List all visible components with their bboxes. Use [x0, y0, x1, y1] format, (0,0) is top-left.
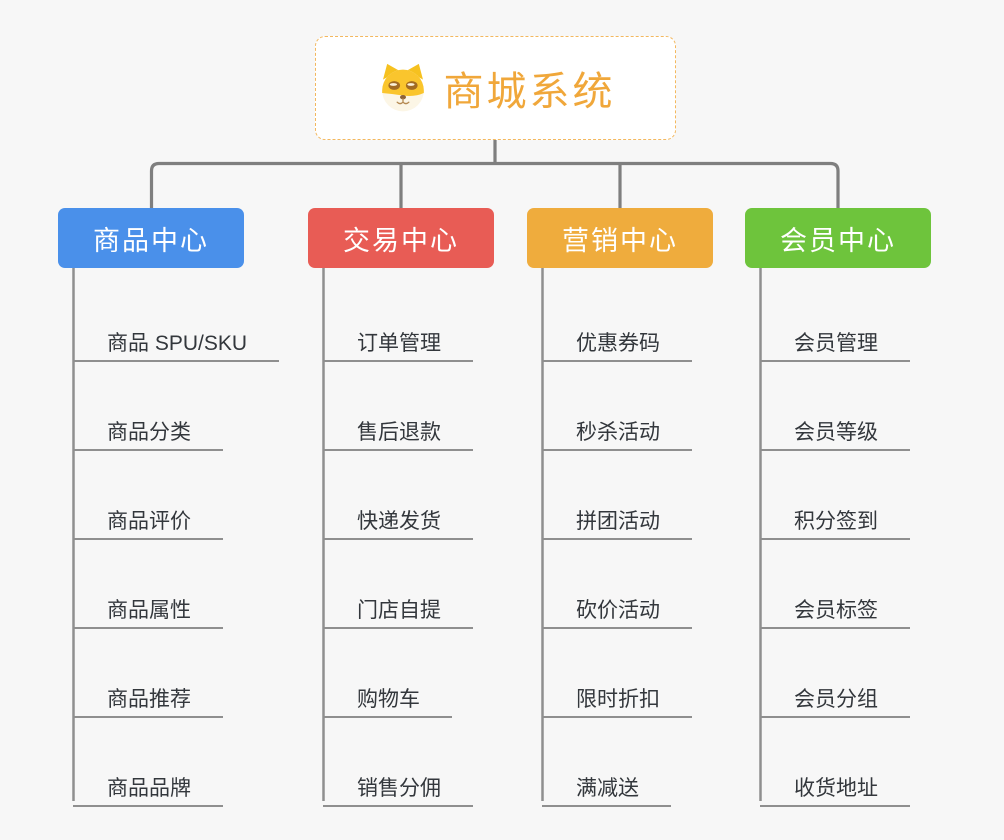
- mindmap-item[interactable]: 售后退款: [323, 402, 473, 451]
- mindmap-item[interactable]: 积分签到: [760, 491, 910, 540]
- mindmap-item[interactable]: 商品 SPU/SKU: [73, 313, 280, 362]
- mindmap-item[interactable]: 商品品牌: [73, 758, 223, 807]
- mindmap-item[interactable]: 满减送: [542, 758, 671, 807]
- mindmap-item[interactable]: 限时折扣: [542, 669, 692, 718]
- mindmap-item[interactable]: 购物车: [323, 669, 452, 718]
- mindmap-item[interactable]: 销售分佣: [323, 758, 473, 807]
- mindmap-item[interactable]: 会员管理: [760, 313, 910, 362]
- branch-node-product-center[interactable]: 商品中心: [58, 208, 244, 268]
- mindmap-item[interactable]: 优惠券码: [542, 313, 692, 362]
- mindmap-item[interactable]: 会员标签: [760, 580, 910, 629]
- mindmap-item[interactable]: 商品推荐: [73, 669, 223, 718]
- branch-label: 会员中心: [780, 225, 896, 256]
- branch-label: 商品中心: [93, 225, 209, 256]
- branch-label: 交易中心: [343, 225, 459, 256]
- mindmap-item[interactable]: 秒杀活动: [542, 402, 692, 451]
- shiba-dog-icon: [376, 63, 430, 113]
- root-title: 商城系统: [443, 70, 616, 114]
- mindmap-item[interactable]: 砍价活动: [542, 580, 692, 629]
- mindmap-item[interactable]: 拼团活动: [542, 491, 692, 540]
- mindmap-item[interactable]: 门店自提: [323, 580, 473, 629]
- branch-node-member-center[interactable]: 会员中心: [745, 208, 931, 268]
- mindmap-item[interactable]: 商品评价: [73, 491, 223, 540]
- mindmap-item[interactable]: 会员分组: [760, 669, 910, 718]
- root-node[interactable]: 商城系统: [315, 36, 676, 140]
- mindmap-item[interactable]: 快递发货: [323, 491, 473, 540]
- mindmap-item[interactable]: 订单管理: [323, 313, 473, 362]
- branch-node-trade-center[interactable]: 交易中心: [308, 208, 494, 268]
- mindmap-item[interactable]: 商品属性: [73, 580, 223, 629]
- mindmap-item[interactable]: 收货地址: [760, 758, 910, 807]
- mindmap-item[interactable]: 商品分类: [73, 402, 223, 451]
- branch-node-marketing-center[interactable]: 营销中心: [527, 208, 713, 268]
- branch-label: 营销中心: [562, 225, 678, 256]
- mindmap-item[interactable]: 会员等级: [760, 402, 910, 451]
